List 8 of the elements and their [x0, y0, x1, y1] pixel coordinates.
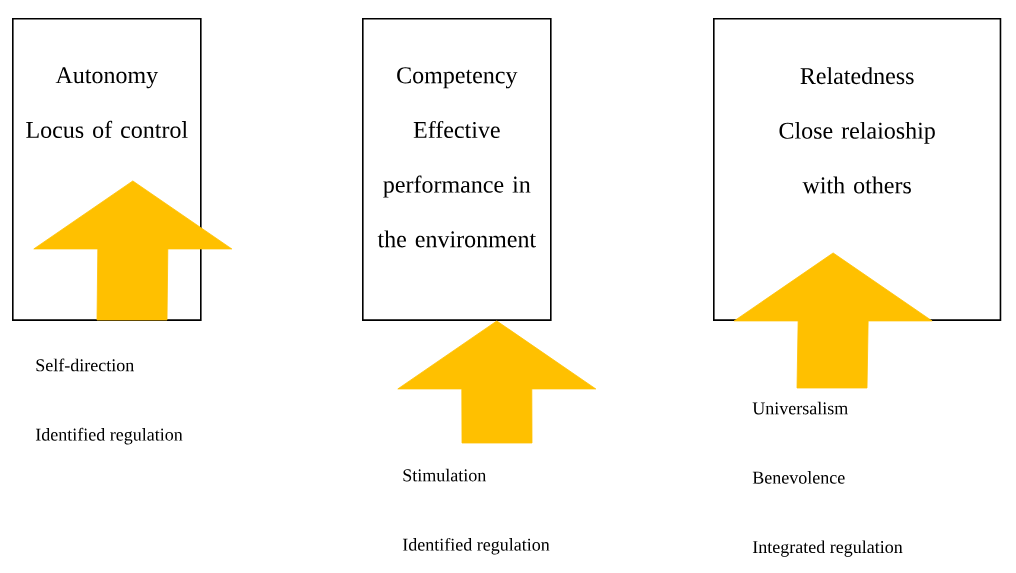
value-list: Self-direction Identified regulation — [35, 358, 183, 445]
value-list: Universalism Benevolence Integrated regulation — [752, 401, 903, 557]
value-list: Stimulation Identified regulation — [402, 468, 550, 555]
block-arrow — [33, 180, 233, 321]
concept-box: Autonomy Locus of control — [12, 18, 202, 321]
concept-box: Competency Effective performance in the environment — [362, 18, 552, 321]
block-arrow — [397, 320, 597, 444]
block-arrow — [733, 252, 933, 389]
